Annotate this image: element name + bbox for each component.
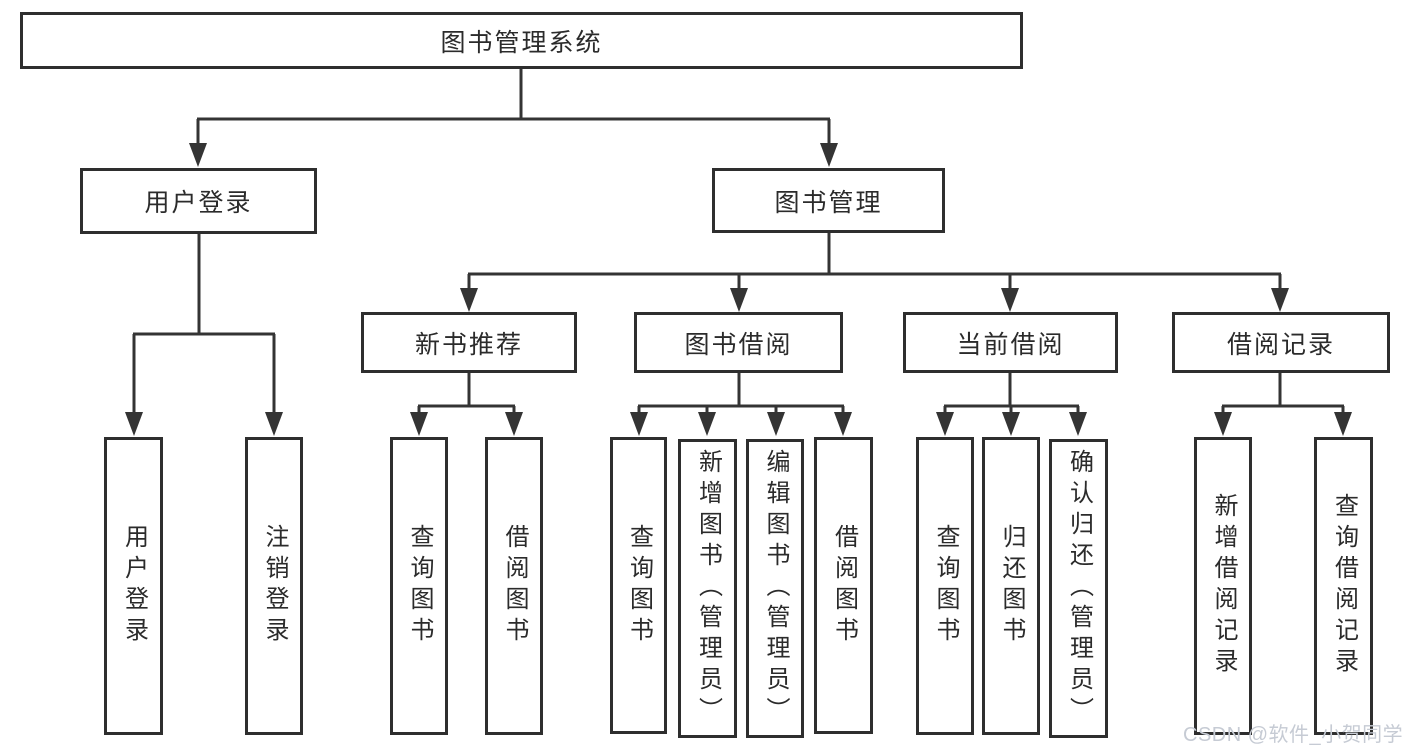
node-confirm-return-admin: 确认归还（管理员） [1049,439,1108,738]
node-borrow-records: 借阅记录 [1172,312,1390,373]
node-label: 新增图书（管理员） [694,449,722,728]
arrow-down-icon [698,412,716,436]
node-logout-action: 注销登录 [245,437,303,735]
node-label: 用户登录 [120,524,148,648]
node-add-borrow-record: 新增借阅记录 [1194,437,1252,735]
node-query-borrow-record: 查询借阅记录 [1314,437,1373,735]
node-label: 查询借阅记录 [1330,493,1358,679]
arrow-down-icon [1214,412,1232,436]
node-login-action: 用户登录 [104,437,163,735]
node-label: 查询图书 [932,524,959,648]
arrow-down-icon [1069,412,1087,436]
node-label: 注销登录 [261,524,288,648]
node-current-borrow: 当前借阅 [903,312,1118,373]
arrow-down-icon [1001,288,1019,312]
node-new-book-recommend: 新书推荐 [361,312,577,373]
node-label: 借阅图书 [830,523,858,648]
connector-root-to-level2 [189,68,838,167]
node-query-books-recommend: 查询图书 [390,437,448,735]
node-add-books-admin: 新增图书（管理员） [678,439,737,738]
node-borrow-books: 借阅图书 [814,437,873,734]
connector-current-borrow-children [936,372,1087,436]
arrow-down-icon [630,412,648,436]
arrow-down-icon [189,143,207,167]
csdn-watermark: CSDN @软件_小贺同学 [1183,724,1404,746]
node-return-books: 归还图书 [982,437,1040,735]
arrow-down-icon [460,288,478,312]
node-book-borrow: 图书借阅 [634,312,843,373]
arrow-down-icon [125,412,143,436]
node-label: 归还图书 [998,524,1025,648]
arrow-down-icon [505,412,523,436]
connector-new-book-recommend-children [410,372,523,436]
node-label: 确认归还（管理员） [1065,449,1093,728]
node-borrow-books-recommend: 借阅图书 [485,437,543,735]
arrow-down-icon [936,412,954,436]
node-label: 查询图书 [406,524,433,648]
arrow-down-icon [1271,288,1289,312]
arrow-down-icon [265,412,283,436]
node-book-management: 图书管理 [712,168,945,233]
arrow-down-icon [410,412,428,436]
node-label: 查询图书 [625,523,653,648]
node-edit-books-admin: 编辑图书（管理员） [746,439,804,738]
connector-book-borrow-children [630,372,852,436]
arrow-down-icon [820,143,838,167]
connector-book-management-children [460,233,1289,312]
node-query-books-current: 查询图书 [916,437,974,735]
arrow-down-icon [767,412,785,436]
connector-borrow-records-children [1214,372,1352,436]
node-label: 编辑图书（管理员） [762,449,789,728]
arrow-down-icon [834,412,852,436]
connector-user-login-children [125,233,283,436]
node-label: 新增借阅记录 [1210,493,1237,679]
arrow-down-icon [1334,412,1352,436]
node-label: 借阅图书 [501,524,528,648]
node-query-books-borrow: 查询图书 [610,437,667,734]
node-root-system: 图书管理系统 [20,12,1023,69]
node-user-login: 用户登录 [80,168,317,234]
arrow-down-icon [1002,412,1020,436]
arrow-down-icon [730,288,748,312]
